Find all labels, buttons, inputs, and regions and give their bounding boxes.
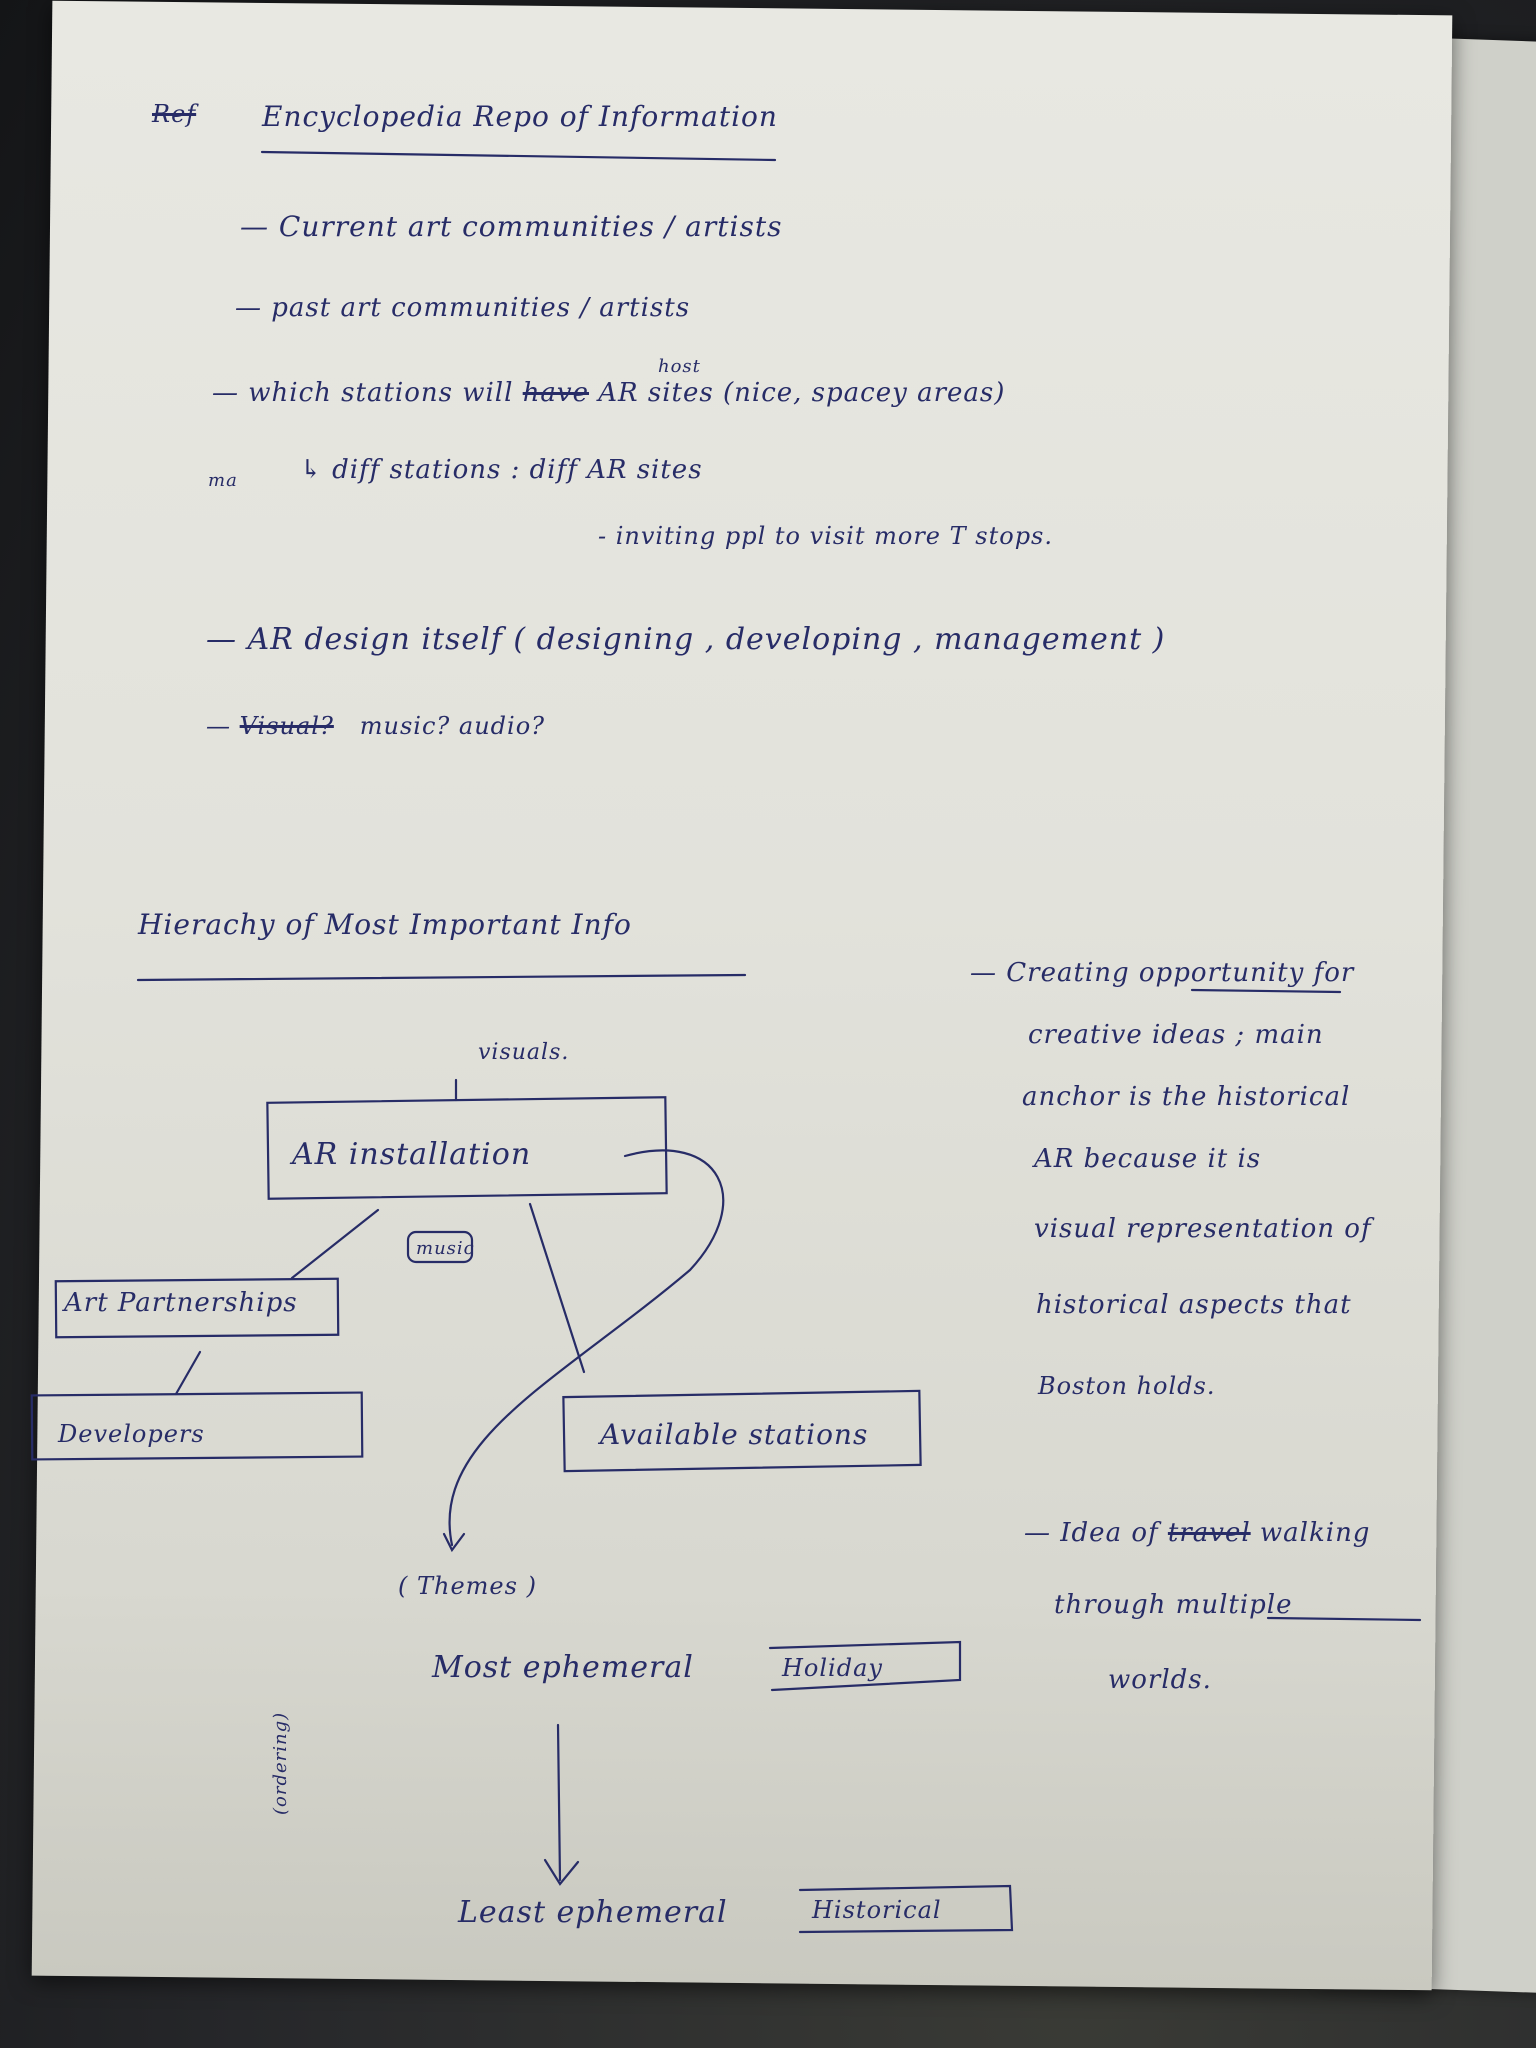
music-box — [406, 1230, 474, 1264]
note2-line3: worlds. — [1108, 1665, 1212, 1695]
section-title-hierarchy: Hierachy of Most Important Info — [138, 908, 632, 941]
note1-line7: Boston holds. — [1038, 1372, 1216, 1400]
available-stations-box — [562, 1389, 922, 1473]
struck-prefix: Ref — [152, 100, 197, 128]
curve-arrowhead — [442, 1532, 466, 1553]
available-stations-box-label: Available stations — [600, 1418, 869, 1451]
note1-line6: historical aspects that — [1036, 1290, 1352, 1320]
holiday-box — [768, 1640, 962, 1692]
underline-multiple — [1266, 1616, 1422, 1622]
hierarchy-underline — [136, 973, 747, 982]
ar-installation-box-label: AR installation — [292, 1137, 532, 1172]
art-partnerships-box-label: Art Partnerships — [64, 1288, 298, 1318]
list-item-audio: — Visual? music? audio? — [206, 712, 546, 740]
struck-word-travel: travel — [1167, 1518, 1251, 1548]
historical-box — [798, 1884, 1014, 1934]
section-title-encyclopedia: Encyclopedia Repo of Information — [262, 100, 778, 133]
list-item-stations: — which stations will have AR sites (nic… — [212, 378, 1006, 408]
sub-item-diff-stations: ↳ diff stations : diff AR sites — [300, 455, 703, 485]
themes-label: ( Themes ) — [398, 1572, 537, 1600]
title-underline — [260, 150, 777, 162]
sub-sub-item-inviting: - inviting ppl to visit more T stops. — [598, 522, 1053, 550]
note1-line4: AR because it is — [1034, 1144, 1262, 1174]
list-item-current-art: — Current art communities / artists — [240, 210, 783, 243]
developers-box — [30, 1391, 364, 1461]
developers-box-label: Developers — [58, 1420, 205, 1448]
struck-word-visual: Visual? — [239, 712, 334, 740]
note1-line2: creative ideas ; main — [1028, 1020, 1324, 1050]
ar-to-stations-connector — [528, 1202, 586, 1374]
struck-word-have: have — [522, 378, 590, 408]
visuals-label: visuals. — [478, 1040, 570, 1065]
underline-opportunity — [1190, 988, 1342, 994]
historical-box-label: Historical — [812, 1896, 942, 1924]
least-ephemeral-label: Least ephemeral — [458, 1895, 728, 1930]
list-item-ar-design: — AR design itself ( designing , develop… — [206, 622, 1166, 657]
note1-line1: — Creating opportunity for — [970, 958, 1355, 988]
ephemeral-arrowhead — [543, 1858, 580, 1886]
inserted-word-host: host — [658, 356, 701, 377]
note2-line1: — Idea of travel walking — [1024, 1518, 1371, 1548]
note1-line3: anchor is the historical — [1022, 1082, 1351, 1112]
note2-line2: through multiple — [1054, 1590, 1293, 1620]
holiday-box-label: Holiday — [782, 1654, 883, 1682]
art-partnerships-box — [54, 1277, 340, 1339]
ar-to-themes-curve — [448, 1149, 725, 1547]
note1-line5: visual representation of — [1034, 1214, 1372, 1244]
margin-mark: ma — [208, 470, 238, 491]
ephemeral-arrow-shaft — [556, 1723, 562, 1882]
music-box-label: music — [416, 1238, 475, 1259]
ar-installation-box — [266, 1096, 668, 1200]
art-to-dev-connector — [174, 1350, 202, 1396]
ar-to-art-connector — [290, 1208, 380, 1280]
list-item-past-art: — past art communities / artists — [235, 293, 691, 323]
most-ephemeral-label: Most ephemeral — [432, 1650, 694, 1685]
